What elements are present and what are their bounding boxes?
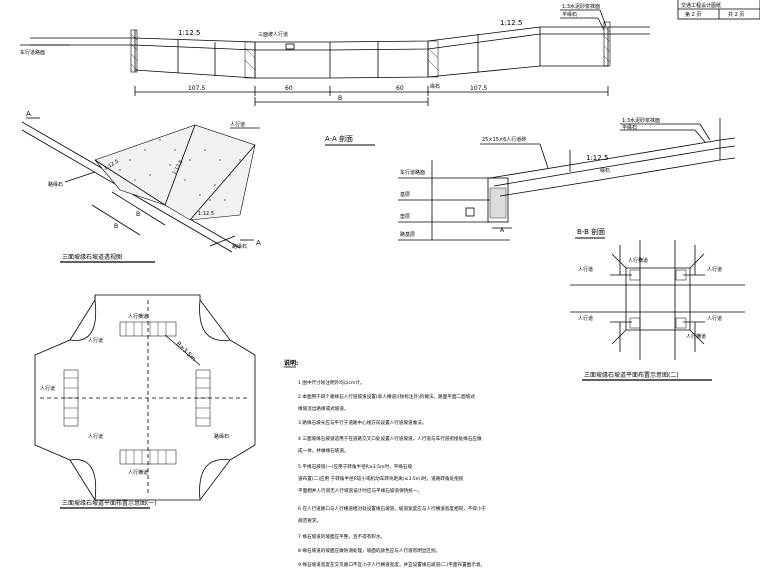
top-section-drawing xyxy=(20,9,650,106)
plan2-right-bottom: 人行道 xyxy=(707,315,722,322)
note-1: 1 图中尺寸除注明外均以cm计。 xyxy=(298,379,365,386)
note-11: 规范要求。 xyxy=(298,517,321,524)
plan1-left: 人行道 xyxy=(40,385,55,392)
iso-label-curb-right: 路缘石 xyxy=(232,243,247,250)
note-3: 缘坡流出路缘或式坡道。 xyxy=(298,405,349,412)
top-label-small: 缘石 xyxy=(430,83,440,90)
title-block-total: 共 2 页 xyxy=(728,11,744,18)
aa-label-subgrade: 路基层 xyxy=(400,231,415,238)
iso-view-drawing xyxy=(21,117,260,263)
top-dim-2: 60 xyxy=(285,85,293,92)
aa-section-drawing xyxy=(325,118,736,241)
notes-heading: 说明: xyxy=(284,359,298,367)
top-label-ramp: 三面坡人行道 xyxy=(258,31,288,38)
aa-label-curb-stone: 缘石 xyxy=(600,167,610,174)
plan2-left-bottom: 人行道 xyxy=(578,315,593,322)
title-block-row1: 交通工程设计图纸 xyxy=(681,2,721,9)
top-slope-right: 1:12.5 xyxy=(500,19,522,27)
note-6: 成一体，并做缘石坡道。 xyxy=(298,447,349,454)
plan-two-drawing xyxy=(570,237,745,381)
note-9: 平面相并人行道无人行坡道设计时应与平缘石坡道保持统一。 xyxy=(298,487,422,494)
iso-label-curb-left: 路缘石 xyxy=(48,181,63,188)
aa-label-foundation: 垫层 xyxy=(400,213,410,220)
iso-dim-b: B xyxy=(114,223,118,230)
aa-label-stone: 25×15×6人行道砖 xyxy=(482,136,526,143)
aa-label-curb: 平缘石 xyxy=(622,124,637,131)
title-block xyxy=(677,0,760,20)
iso-label-a-top: A xyxy=(26,110,31,118)
iso-caption: 三面坡缘石坡道透视图 xyxy=(62,253,122,261)
top-label-mortar: 1:3水泥砂浆抹面 xyxy=(562,3,600,10)
plan2-left-top: 人行道 xyxy=(578,266,593,273)
aa-label-base: 基层 xyxy=(400,191,410,198)
note-10: 6 在人行道路口与人行横道相对处设置缘石坡道，坡道宽度应与人行横道宽度相同，不得… xyxy=(298,505,487,512)
plan1-bottom-left: 人行道 xyxy=(88,433,103,440)
plan1-radius: R≥3.5m xyxy=(175,340,197,362)
plan1-top-left: 人行道 xyxy=(88,337,103,344)
iso-dim-b2: B xyxy=(136,211,140,218)
note-5: 4 三面坡缘石坡道适用于在道路交叉口处设置人行道坡道，人行道与车行道衔接处缘石应… xyxy=(298,435,482,442)
plan2-top-b: 人行横道 xyxy=(686,333,706,340)
notes-list: 1 图中尺寸除注明外均以cm计。 2 本图用于四个路缘石人行道坡道设置(单人横道… xyxy=(298,379,487,568)
plan1-bottom: 人行横道 xyxy=(128,469,148,476)
plan-one-drawing xyxy=(34,294,256,509)
note-8: 道布置(二)应用 于转角半径R较小或机动车转弯距离(≤3.5m)时，道路转角处衔… xyxy=(298,475,464,482)
aa-title: A-A 剖面 xyxy=(325,134,353,143)
top-dim-3: 60 xyxy=(396,85,404,92)
top-dim-total: B xyxy=(338,95,342,102)
aa-slope: 1:12.5 xyxy=(586,154,608,162)
iso-slope-3: 1:12.5 xyxy=(198,211,214,217)
plan2-top-a: 人行横道 xyxy=(628,257,648,264)
note-12: 7 缘石坡道的坡面应平整，且不得有积水。 xyxy=(298,533,385,540)
note-13: 8 缘石坡道的坡面应做防滑处理，坡面的颜色应与人行道有明显区别。 xyxy=(298,547,440,554)
aa-label-road: 车行道路面 xyxy=(400,169,425,176)
iso-label-a-bottom: A xyxy=(256,239,261,247)
top-dim-4: 107.5 xyxy=(470,85,487,92)
note-7: 5 平缘石坡道(一)应用于转角半径R≥3.5m时，平缘石坡 xyxy=(298,463,412,470)
iso-label-sidewalk: 人行道 xyxy=(230,121,245,128)
aa-label-mortar: 1:3水泥砂浆抹面 xyxy=(622,117,660,124)
note-2: 2 本图用于四个路缘石人行道坡道设置(单人横道)(除标注外)的做法，路面平面二面… xyxy=(298,393,475,400)
top-label-sidewalk: 车行道路面 xyxy=(20,49,45,56)
title-block-sheet: 第 2 页 xyxy=(685,11,701,18)
plan2-caption: 三面坡缘石坡道平面布置示意图(二) xyxy=(584,371,679,379)
note-4: 3 路缘石坡长应与平行于道路中心线方向设置人行道坡道做法。 xyxy=(298,419,426,426)
plan1-top: 人行横道 xyxy=(128,313,148,320)
plan1-caption: 三面坡缘石坡道平面布置示意图(一) xyxy=(62,499,157,507)
top-label-curb: 平缘石 xyxy=(562,11,577,18)
note-14: 9 缘石坡道宽度在交叉路口不宜小于人行横道宽度，并宜设置缘石坡道(二)平面布置图… xyxy=(298,561,485,568)
top-dim-1: 107.5 xyxy=(188,85,205,92)
plan1-right-curb: 路缘石 xyxy=(214,433,229,440)
aa-label-a: A xyxy=(500,227,505,234)
plan2-right-top: 人行道 xyxy=(707,266,722,273)
bb-title: B-B 剖面 xyxy=(577,227,605,236)
top-slope-left: 1:12.5 xyxy=(178,29,200,37)
